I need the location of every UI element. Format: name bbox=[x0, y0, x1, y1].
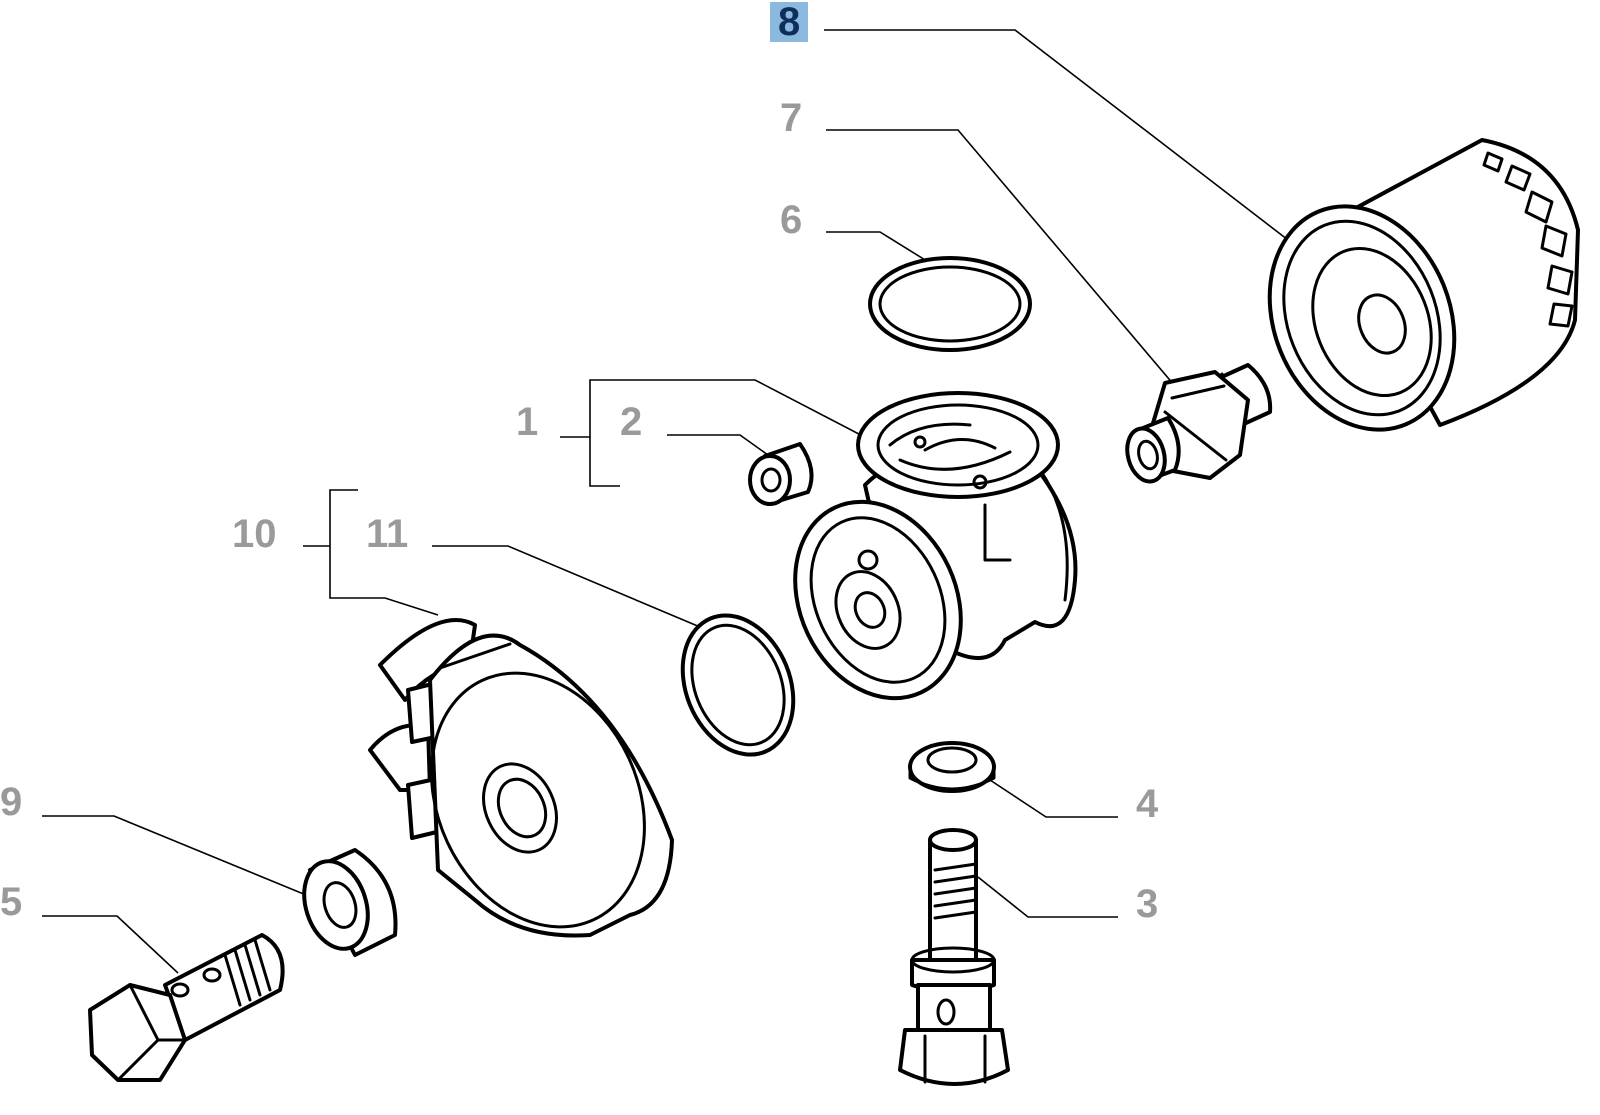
sealing-washer bbox=[908, 741, 996, 793]
leader-line-3 bbox=[977, 876, 1118, 918]
callout-5[interactable]: 5 bbox=[0, 880, 23, 924]
leader-line-1-bracket bbox=[589, 379, 881, 487]
callout-9[interactable]: 9 bbox=[0, 780, 23, 824]
o-ring-medium bbox=[680, 613, 796, 757]
callout-3[interactable]: 3 bbox=[1136, 882, 1159, 926]
callout-11[interactable]: 11 bbox=[366, 512, 409, 556]
threaded-union bbox=[1125, 363, 1273, 484]
callout-6[interactable]: 6 bbox=[780, 198, 803, 242]
leader-line-11 bbox=[432, 545, 701, 628]
o-ring-large bbox=[868, 256, 1032, 352]
callout-4[interactable]: 4 bbox=[1136, 782, 1159, 826]
leader-lines bbox=[42, 29, 1293, 974]
leader-line-2 bbox=[667, 434, 769, 456]
oil-cooler bbox=[368, 618, 674, 938]
leader-line-8 bbox=[824, 29, 1293, 244]
leader-line-7 bbox=[826, 129, 1181, 393]
banjo-bolt bbox=[88, 933, 285, 1082]
oil-filter-cartridge bbox=[1267, 138, 1580, 432]
leader-line-10-bracket bbox=[329, 489, 439, 616]
leader-line-5 bbox=[42, 915, 179, 974]
callout-7[interactable]: 7 bbox=[780, 96, 803, 140]
leader-line-6 bbox=[826, 231, 931, 264]
callout-2[interactable]: 2 bbox=[620, 400, 643, 444]
leader-line-9 bbox=[42, 815, 307, 896]
filter-support-housing bbox=[793, 391, 1078, 701]
callout-1[interactable]: 1 bbox=[516, 400, 539, 444]
callout-10[interactable]: 10 bbox=[232, 512, 277, 556]
callout-8[interactable]: 8 bbox=[770, 2, 809, 42]
bolt-washer bbox=[302, 848, 398, 957]
leader-line-4 bbox=[989, 779, 1118, 818]
hollow-bolt bbox=[898, 828, 1010, 1086]
sleeve-bushing bbox=[748, 442, 814, 506]
